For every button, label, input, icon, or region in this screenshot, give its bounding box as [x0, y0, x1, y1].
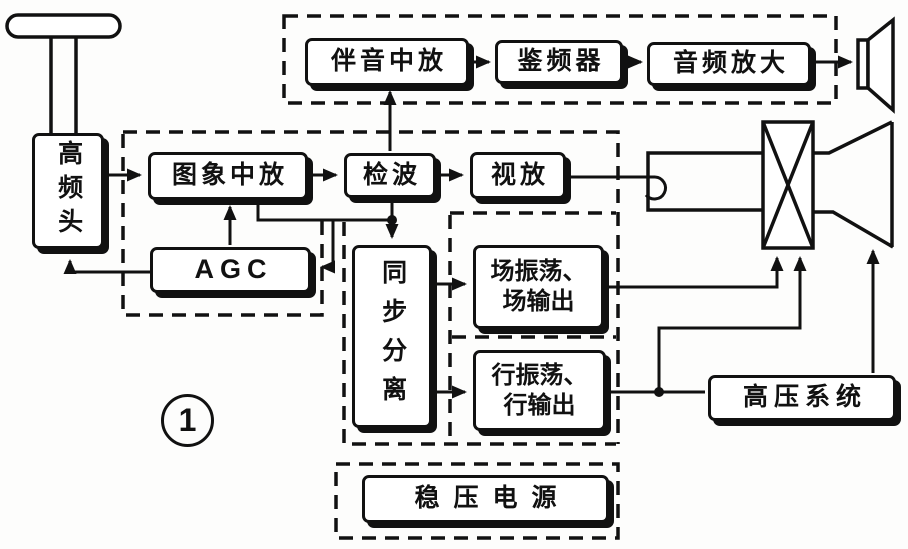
block-sound-if-amp: 伴音中放 [305, 38, 469, 86]
block-field-stage-line2: 场输出 [502, 288, 575, 315]
wire-tap-to-agc [320, 220, 335, 274]
wire-junction-dot [387, 215, 397, 225]
block-video-if-amp: 图象中放 [148, 152, 308, 200]
block-video-amp: 视放 [470, 152, 566, 199]
block-field-stage-line1: 场振荡、 [490, 258, 587, 285]
block-field-stage: 场振荡、 场输出 [473, 245, 604, 329]
block-line-stage-line1: 行振荡、 [491, 361, 588, 389]
block-power-supply: 稳压电源 [362, 475, 609, 523]
block-hv-system: 高压系统 [708, 375, 896, 421]
block-fm-discriminator: 鉴频器 [495, 40, 623, 84]
block-power-supply-label: 稳压电源 [414, 484, 571, 513]
sound-channel-dashed-box [282, 14, 838, 105]
wire-junction-dot [654, 387, 664, 397]
block-line-stage: 行振荡、 行输出 [473, 350, 606, 431]
block-sound-if-amp-label: 伴音中放 [330, 47, 447, 76]
wire-lineout-to-yoke [657, 256, 807, 392]
crt-picture-tube-icon [646, 120, 894, 250]
crt-bell [813, 120, 894, 249]
block-agc: AGC [150, 247, 311, 293]
wire-agc-to-tuner [63, 259, 150, 274]
figure-number-badge: 1 [161, 394, 214, 447]
electron-gun-icon [644, 175, 667, 201]
block-sync-separator: 同步分离 [352, 245, 432, 428]
wire-fieldout-to-yoke [606, 256, 784, 289]
video-channel-dashed-box [123, 130, 620, 444]
block-tuner: 高频头 [32, 133, 104, 249]
block-hv-system-label: 高压系统 [742, 383, 867, 412]
block-video-if-amp-label: 图象中放 [171, 161, 288, 190]
block-video-amp-label: 视放 [490, 160, 549, 189]
wire-videoif-agc-tap [256, 203, 392, 222]
sync-scan-dashed-box [342, 222, 616, 446]
block-fm-discriminator-label: 鉴频器 [517, 47, 605, 76]
block-line-stage-line2: 行输出 [503, 391, 576, 419]
crt-neck [646, 151, 763, 212]
block-audio-amp-label: 音频放大 [672, 49, 789, 78]
block-detector-label: 检波 [362, 160, 421, 189]
block-audio-amp: 音频放大 [647, 42, 811, 86]
antenna-icon [5, 13, 122, 133]
deflection-yoke-cross [761, 121, 815, 249]
block-detector: 检波 [344, 153, 436, 198]
power-supply-dashed-box [334, 462, 620, 540]
speaker-icon [856, 16, 895, 114]
block-sync-separator-label: 同步分离 [378, 258, 407, 415]
block-agc-label: AGC [194, 254, 273, 285]
figure-number-label: 1 [178, 402, 197, 438]
signal-wires [63, 55, 880, 399]
block-tuner-label: 高频头 [54, 140, 83, 242]
